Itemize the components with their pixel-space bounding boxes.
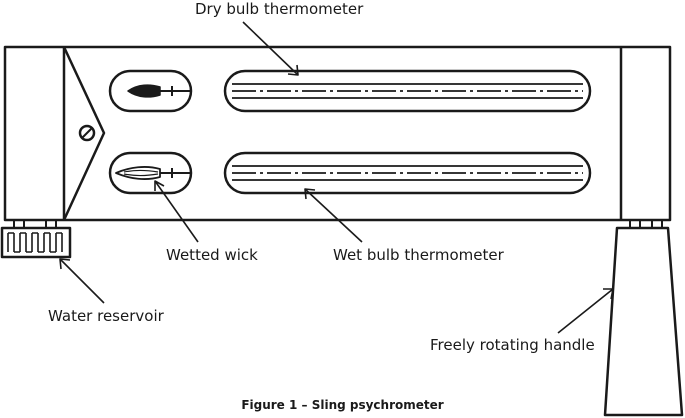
- water-reservoir-leader: [59, 258, 105, 304]
- wet-bulb-leader: [304, 188, 363, 243]
- wet-bulb-arrowhead: [304, 188, 316, 200]
- left-end-chevron: [62, 46, 106, 221]
- wet-bulb-thermometer-tube: [223, 151, 592, 195]
- handle-arrowhead: [603, 288, 614, 300]
- figure-caption: Figure 1 – Sling psychrometer: [241, 398, 444, 412]
- wick-fibers: [123, 169, 159, 177]
- water-reservoir: [0, 220, 72, 259]
- dry-bulb-leader: [242, 21, 299, 76]
- wetted-wick-shape: [115, 166, 161, 180]
- dry-bulb-arrowhead: [287, 64, 299, 76]
- wetted-wick-label: Wetted wick: [166, 246, 258, 264]
- screw-slot: [81, 127, 93, 139]
- water-reservoir-arrowhead: [59, 258, 71, 270]
- dry-bulb-bulb: [127, 84, 161, 98]
- dry-bulb-label: Dry bulb thermometer: [195, 0, 364, 18]
- screw-icon: [78, 124, 96, 142]
- wet-bulb-label: Wet bulb thermometer: [333, 246, 504, 264]
- water-reservoir-label: Water reservoir: [48, 307, 164, 325]
- wetted-wick-arrowhead: [154, 180, 165, 191]
- dry-bulb-thermometer-tube: [223, 69, 592, 113]
- wetted-wick-leader: [154, 180, 199, 243]
- handle-leader: [557, 288, 614, 334]
- rotating-handle: [603, 220, 684, 417]
- handle-label: Freely rotating handle: [430, 336, 595, 354]
